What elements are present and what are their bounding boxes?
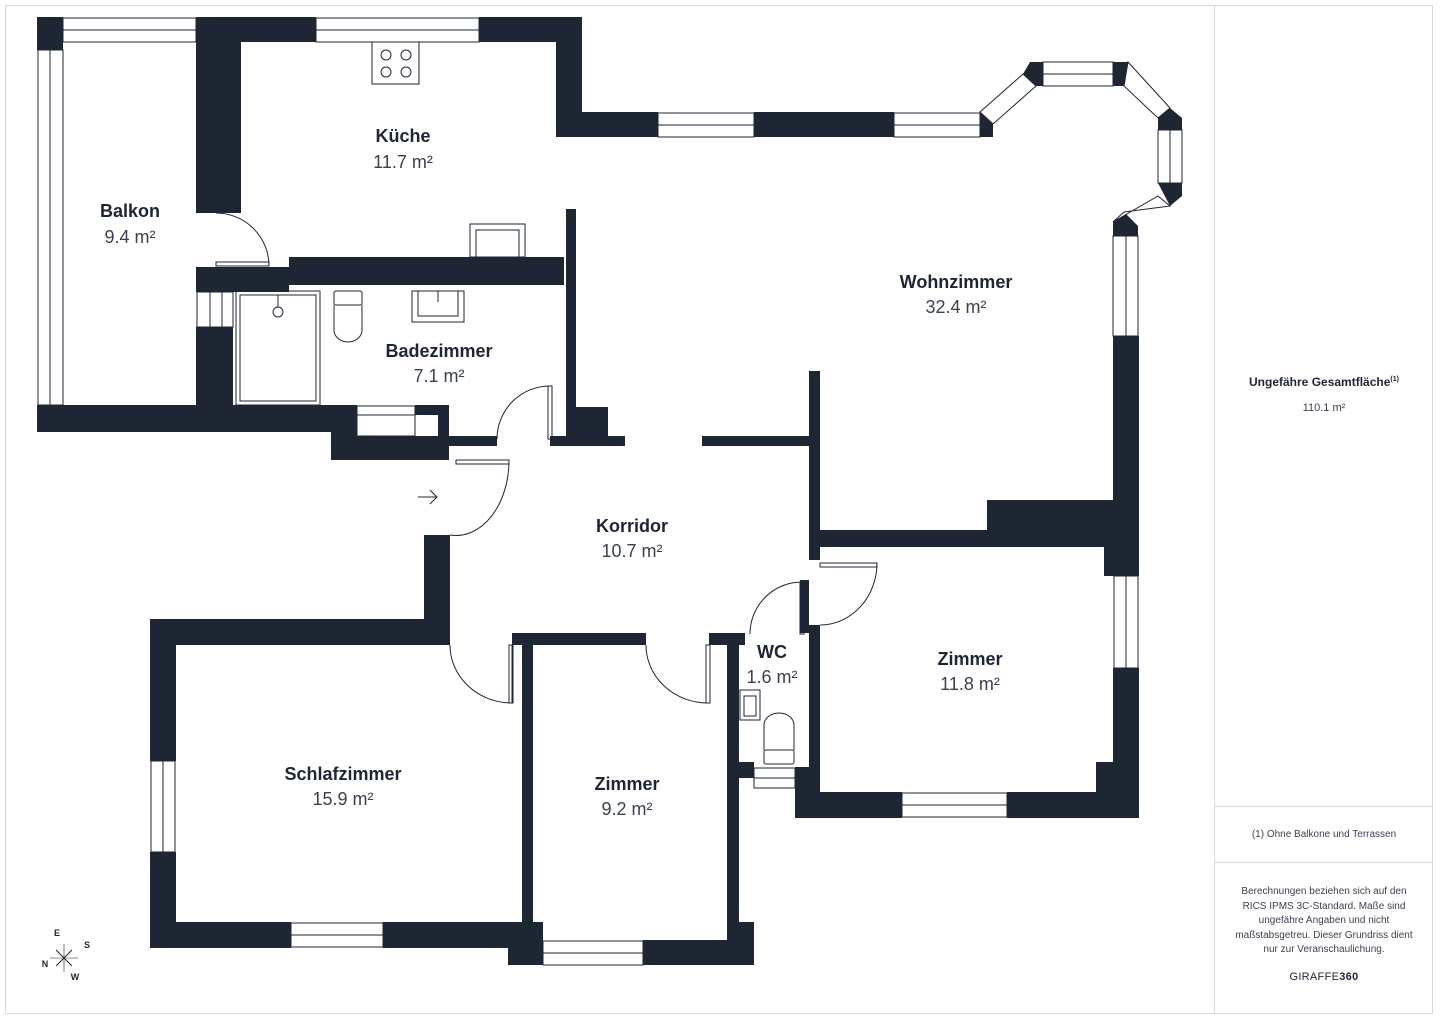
room-name-schlafzimmer: Schlafzimmer <box>284 764 401 784</box>
room-name-badezimmer: Badezimmer <box>385 341 492 361</box>
fixtures <box>235 41 795 765</box>
compass-w: W <box>71 972 80 982</box>
panel-divider <box>1215 862 1433 863</box>
total-area-label: Ungefähre Gesamtfläche(1) <box>1215 375 1433 389</box>
brand-logo: GIRAFFE360 <box>1215 971 1433 983</box>
total-area-label-text: Ungefähre Gesamtfläche <box>1249 375 1391 389</box>
disclaimer: Berechnungen beziehen sich auf den RICS … <box>1235 886 1413 955</box>
total-area-value: 110.1 m² <box>1302 402 1346 414</box>
total-area-footnote-marker: (1) <box>1390 376 1399 383</box>
room-area-wohnzimmer: 32.4 m² <box>925 297 986 317</box>
panel-divider <box>1215 806 1433 807</box>
footnote: (1) Ohne Balkone und Terrassen <box>1251 829 1397 840</box>
room-area-kueche: 11.7 m² <box>373 152 433 172</box>
room-name-korridor: Korridor <box>596 516 668 536</box>
room-name-wohnzimmer: Wohnzimmer <box>900 272 1013 292</box>
compass-e: E <box>54 928 60 938</box>
compass-n: N <box>42 959 49 969</box>
info-panel: Ungefähre Gesamtfläche(1) 110.1 m² (1) O… <box>1214 5 1433 1014</box>
windows <box>37 17 1183 966</box>
room-area-badezimmer: 7.1 m² <box>413 366 464 386</box>
compass-s: S <box>84 940 90 950</box>
room-area-wc: 1.6 m² <box>746 667 797 687</box>
room-area-balkon: 9.4 m² <box>104 227 155 247</box>
brand-logo-bold: 360 <box>1339 971 1359 983</box>
walls <box>37 17 1182 965</box>
doors <box>215 212 878 704</box>
room-name-zimmer-mid: Zimmer <box>594 774 659 794</box>
room-area-schlafzimmer: 15.9 m² <box>312 789 373 809</box>
room-area-zimmer-mid: 9.2 m² <box>601 799 652 819</box>
room-labels: Balkon 9.4 m² Küche 11.7 m² Wohnzimmer 3… <box>100 126 1012 819</box>
room-name-balkon: Balkon <box>100 201 160 221</box>
room-area-zimmer-right: 11.8 m² <box>940 674 1000 694</box>
room-area-korridor: 10.7 m² <box>601 541 662 561</box>
room-name-kueche: Küche <box>375 126 430 146</box>
room-name-zimmer-right: Zimmer <box>937 649 1002 669</box>
room-name-wc: WC <box>757 642 787 662</box>
compass-icon: E S N W <box>42 928 90 982</box>
brand-logo-light: GIRAFFE <box>1289 971 1340 983</box>
